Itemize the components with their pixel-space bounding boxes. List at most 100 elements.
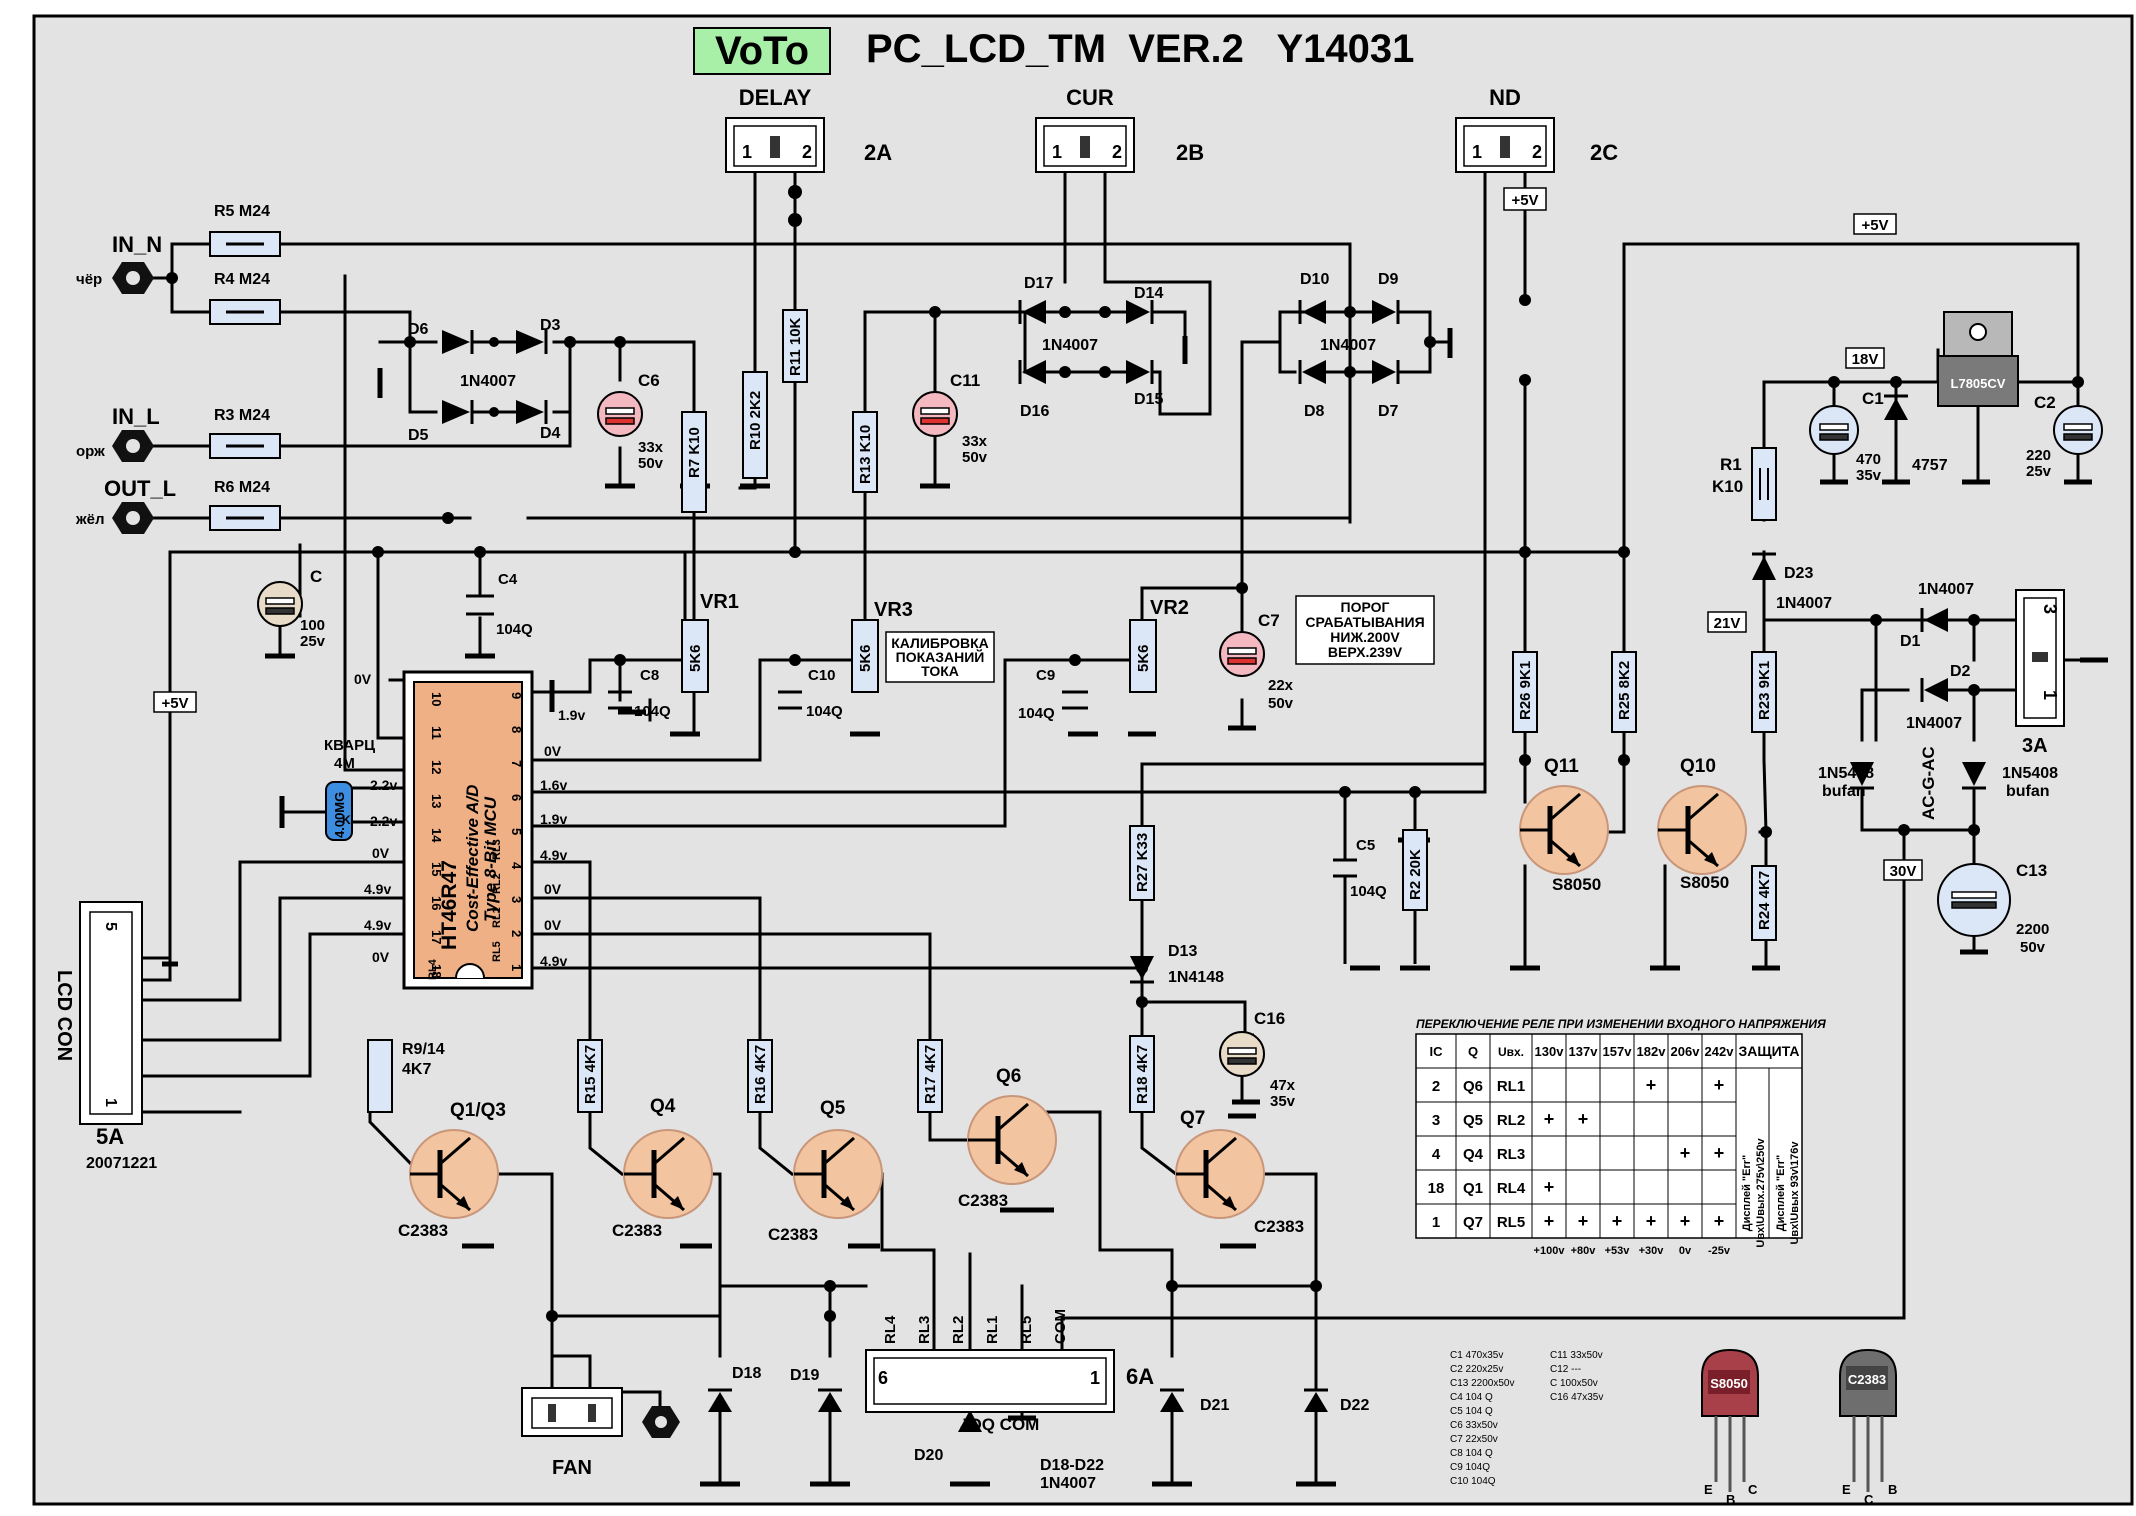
c2-value: 220 xyxy=(2026,447,2051,464)
connector-3a: 3 1 3A xyxy=(2015,589,2080,757)
transistor-arrow xyxy=(1014,1162,1028,1176)
relay-table-header: Uвх. xyxy=(1498,1045,1524,1059)
delay-pin1: 1 xyxy=(742,142,752,162)
d14-label: D14 xyxy=(1134,285,1163,302)
d23-value: 1N4007 xyxy=(1776,595,1832,612)
transistor-part: C2383 xyxy=(398,1221,448,1240)
mcu-chip: HT46R47 Cost-Effective A/D Type 8-Bit MC… xyxy=(402,670,534,990)
c7-label: C7 xyxy=(1258,611,1280,630)
nd-pin1: 1 xyxy=(1472,142,1482,162)
relay-table-title: ПЕРЕКЛЮЧЕНИЕ РЕЛЕ ПРИ ИЗМЕНЕНИИ ВХОДНОГО… xyxy=(1416,1017,1826,1031)
relay-table-footer: +30v xyxy=(1639,1245,1665,1257)
jdq-com: COM xyxy=(1052,1309,1069,1344)
mcu-pin-right: 8 xyxy=(509,726,524,733)
relay-table-cell: + xyxy=(1646,1211,1657,1231)
crystal-label: КВАРЦ xyxy=(324,737,375,754)
parts-list-item: C11 33x50v xyxy=(1550,1350,1603,1361)
v-49-1: 4.9v xyxy=(364,881,391,897)
transistor-arrow xyxy=(840,1196,854,1210)
bufan1-part: 1N5408 xyxy=(1818,765,1874,782)
transistor-packages: S8050 E B C C2383 E C B xyxy=(1701,1348,1897,1507)
mcu-pin-right: 1 xyxy=(509,964,524,971)
transistor-label: Q11 xyxy=(1544,756,1579,777)
transistor-collector xyxy=(439,1136,471,1166)
d2-label: D2 xyxy=(1950,663,1971,680)
mcu-relay-pin: RL3 xyxy=(491,839,503,860)
relay-table-cell: Q5 xyxy=(1463,1112,1483,1129)
pkg2-e: E xyxy=(1842,1482,1851,1497)
lcd-name: LCD CON xyxy=(53,970,75,1061)
vertical-resistors: R7 K10 R10 2K2 R11 10K R13 K10 R26 9K1 R… xyxy=(367,309,1777,1113)
c6-voltage: 50v xyxy=(638,455,664,472)
r17-label: R17 4K7 xyxy=(922,1045,939,1104)
relay-table-footer: +53v xyxy=(1605,1245,1631,1257)
c16-voltage: 35v xyxy=(1270,1093,1296,1110)
p3a-pin3: 3 xyxy=(2040,604,2060,614)
parts-list-item: C13 2200x50v xyxy=(1450,1378,1515,1389)
pkg-c2383: C2383 xyxy=(1848,1372,1886,1387)
pkg1-c: C xyxy=(1748,1482,1758,1497)
relay-table-cell: 3 xyxy=(1432,1112,1440,1129)
reg-18v: 18V xyxy=(1852,351,1879,368)
fan-connector: FAN xyxy=(521,1387,680,1479)
label-21v: 21V xyxy=(1714,615,1741,632)
mcu-line2: Type 8-Bit MCU xyxy=(481,796,500,922)
nd-pin2: 2 xyxy=(1532,142,1542,162)
transistor-label: Q5 xyxy=(820,1098,846,1119)
out-l-label: OUT_L xyxy=(104,476,176,501)
d8-label: D8 xyxy=(1304,403,1325,420)
transistor-part: C2383 xyxy=(1254,1217,1304,1236)
vr2-label: VR2 xyxy=(1150,597,1189,619)
relay-table: ПЕРЕКЛЮЧЕНИЕ РЕЛЕ ПРИ ИЗМЕНЕНИИ ВХОДНОГО… xyxy=(1415,1017,1826,1257)
relay-table-cell: + xyxy=(1578,1109,1589,1129)
c11-label: C11 xyxy=(950,371,980,390)
relay-table-cell: RL1 xyxy=(1497,1078,1525,1095)
input-resistors: R5 M24 R4 M24 R3 M24 R6 M24 xyxy=(209,203,281,531)
transistor-part: C2383 xyxy=(768,1225,818,1244)
transistor-part: C2383 xyxy=(612,1221,662,1240)
pkg2-b: B xyxy=(1888,1482,1897,1497)
d17-label: D17 xyxy=(1024,275,1053,292)
transistor-arrow xyxy=(1704,852,1718,866)
d18-22-part: 1N4007 xyxy=(1040,1475,1096,1492)
v-22-2: 2.2v xyxy=(370,813,397,829)
diodes: D6 D3 D5 D4 1N4007 D17 D14 D16 D15 1N400… xyxy=(408,271,2058,1492)
c2-label: C2 xyxy=(2034,393,2056,412)
p3a-pin1: 1 xyxy=(2040,690,2060,700)
d2-value: 1N4007 xyxy=(1906,715,1962,732)
c-value: 100 xyxy=(300,617,325,634)
c-voltage: 25v xyxy=(300,633,326,650)
connector-delay-name: DELAY xyxy=(739,85,812,110)
d18-22-label: D18-D22 xyxy=(1040,1457,1104,1474)
relay-table-cell: RL2 xyxy=(1497,1112,1525,1129)
transistor-label: Q6 xyxy=(996,1066,1021,1087)
c1-value: 470 xyxy=(1856,451,1881,468)
relay-table-header: Q xyxy=(1468,1044,1478,1059)
jdq-rl3: RL3 xyxy=(916,1316,933,1344)
lcd-ref: 5A xyxy=(96,1124,124,1149)
mcu-pin-right: 2 xyxy=(509,930,524,937)
transistor-arrow xyxy=(456,1196,470,1210)
parts-list-item: C 100x50v xyxy=(1550,1378,1598,1389)
transistor-collector xyxy=(1687,792,1719,822)
relay-table-cell: RL4 xyxy=(1497,1180,1526,1197)
parts-list-item: C6 33x50v xyxy=(1450,1420,1498,1431)
relay-table-cell: + xyxy=(1714,1211,1725,1231)
d6-label: D6 xyxy=(408,321,429,338)
connector-lcd: 5 1 LCD CON 5A 20071221 xyxy=(53,901,157,1172)
r25-label: R25 8K2 xyxy=(1616,661,1633,720)
r24-label: R24 4K7 xyxy=(1756,871,1773,930)
connector-jdq: 6 1 6A JDQ COM RL4 RL3 RL2 RL1 RL5 COM xyxy=(865,1309,1154,1434)
parts-list-item: C5 104 Q xyxy=(1450,1406,1493,1417)
r9-value: 4K7 xyxy=(402,1061,431,1078)
c1-label: C1 xyxy=(1862,389,1884,408)
in-l-label: IN_L xyxy=(112,404,160,429)
c8-label: C8 xyxy=(640,667,659,684)
pkg1-e: E xyxy=(1704,1482,1713,1497)
bridge3-label: 1N4007 xyxy=(1320,337,1376,354)
r27-label: R27 K33 xyxy=(1134,833,1151,892)
pkg-s8050: S8050 xyxy=(1710,1376,1748,1391)
